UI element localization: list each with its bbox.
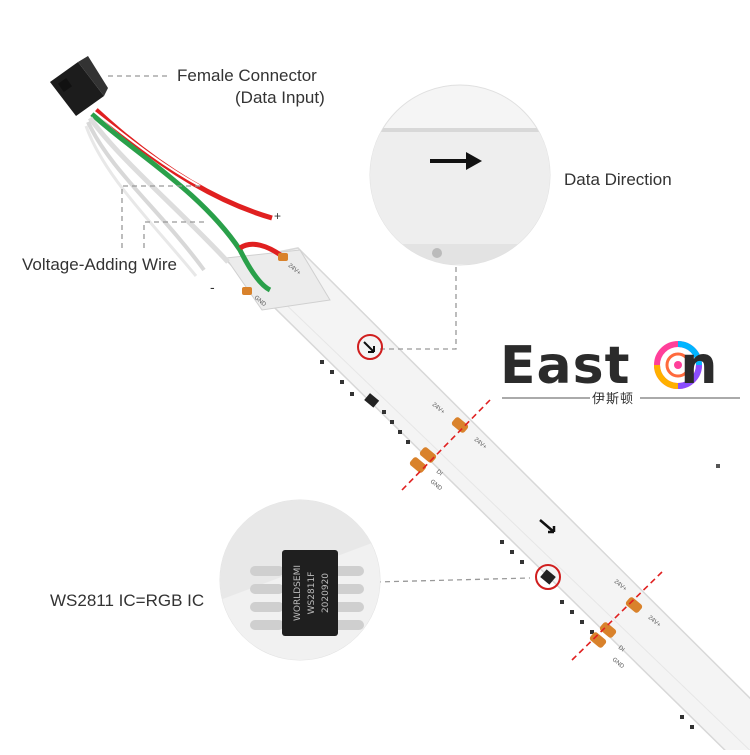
end-pads	[242, 253, 288, 295]
strip-components	[320, 360, 694, 729]
led-strip	[226, 247, 750, 755]
small-arrow-icon	[363, 341, 375, 353]
zoom-circle-direction	[369, 84, 551, 266]
female-connector	[50, 56, 108, 116]
leader-lines	[108, 75, 531, 583]
voltage-wire-label: Voltage-Adding Wire	[22, 255, 177, 274]
ic-label: WS2811 IC=RGB IC	[50, 591, 205, 610]
brand-name-part1: East	[500, 336, 631, 396]
arrow-highlight-circle	[357, 334, 383, 360]
brand-name-part2: n	[680, 336, 719, 396]
minus-mark: -	[210, 279, 215, 295]
zoom-circle-ic: WORLDSEMI WS2811F 2020920	[219, 499, 381, 661]
chip-text-1: WORLDSEMI	[293, 565, 303, 621]
direction-arrow-icon	[539, 519, 556, 534]
chip-text-2: WS2811F	[307, 572, 317, 615]
female-connector-label: Female Connector	[177, 66, 317, 85]
cut-lines	[401, 399, 663, 661]
pad-label-gnd-2: GND	[611, 657, 626, 671]
chip-text-3: 2020920	[321, 573, 331, 613]
data-input-label: (Data Input)	[235, 88, 325, 107]
pad-label-di-1: DI	[435, 469, 444, 478]
pad-label-di-2: DI	[617, 645, 626, 654]
ic-highlight-circle	[535, 564, 561, 590]
plus-mark: +	[274, 209, 281, 223]
ws2811-chip	[282, 550, 338, 636]
easton-logo-ring-icon	[654, 341, 702, 389]
dot-mark	[716, 464, 720, 468]
pad-label-gnd-1: GND	[429, 479, 444, 493]
data-direction-label: Data Direction	[564, 170, 672, 189]
brand-subtitle: 伊斯顿	[592, 392, 635, 407]
cut-pads	[409, 417, 643, 648]
